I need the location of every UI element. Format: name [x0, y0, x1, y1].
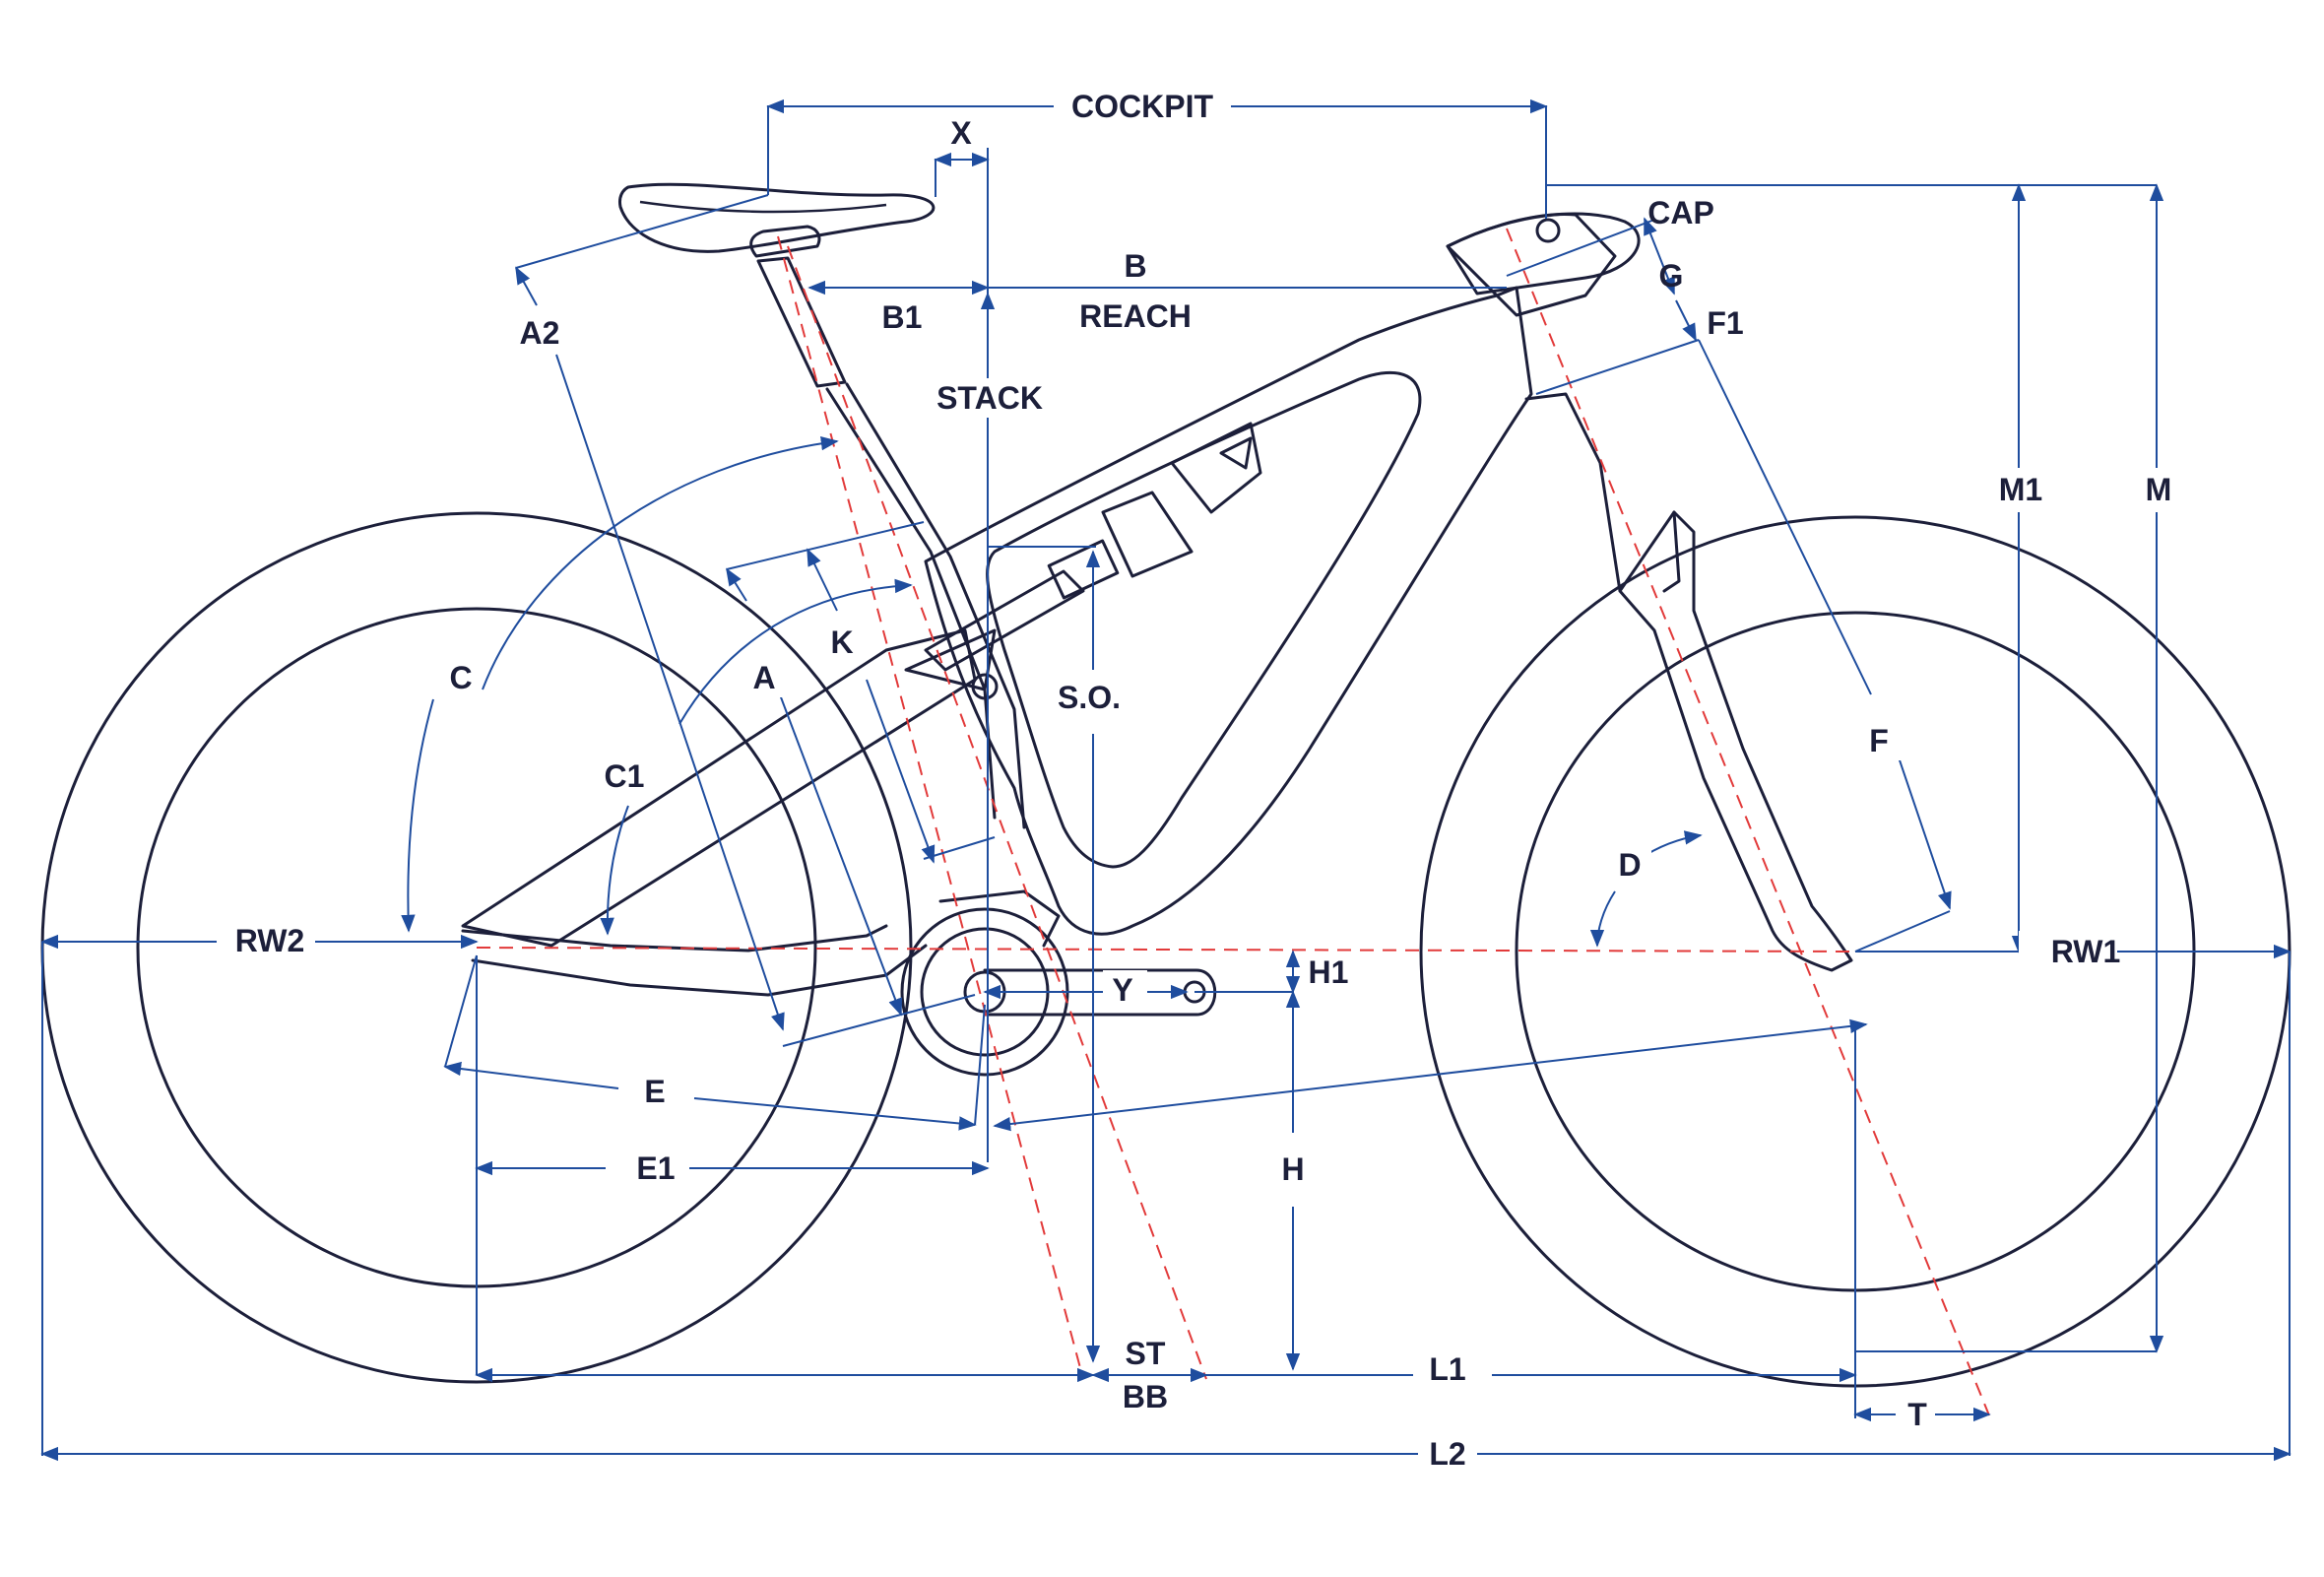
- label-l1: L1: [1429, 1351, 1465, 1387]
- label-c: C: [449, 660, 472, 695]
- label-bb: BB: [1123, 1379, 1168, 1414]
- label-cockpit: COCKPIT: [1071, 89, 1213, 124]
- stem-handlebar: [1446, 212, 1641, 296]
- label-d: D: [1618, 847, 1641, 883]
- label-y: Y: [1112, 972, 1132, 1008]
- label-h1: H1: [1309, 954, 1349, 990]
- label-x: X: [950, 115, 972, 151]
- label-stack: STACK: [936, 380, 1043, 416]
- label-l2: L2: [1429, 1436, 1465, 1472]
- label-h: H: [1281, 1151, 1304, 1187]
- front-fork: [1524, 392, 1853, 972]
- label-st: ST: [1126, 1336, 1166, 1371]
- label-b1: B1: [882, 299, 923, 335]
- label-rw2: RW2: [235, 923, 305, 958]
- label-e1: E1: [636, 1150, 675, 1186]
- label-rw1: RW1: [2051, 934, 2121, 969]
- label-reach: REACH: [1079, 298, 1192, 334]
- label-cap: CAP: [1647, 195, 1714, 230]
- dimension-labels: COCKPIT X CAP B G B1 REACH F1 A2 STACK M…: [217, 87, 2181, 1474]
- seatpost-saddle: [618, 182, 936, 388]
- label-f: F: [1869, 723, 1889, 758]
- label-g: G: [1659, 258, 1684, 294]
- label-b: B: [1124, 248, 1146, 284]
- bike-frame: [461, 213, 1617, 997]
- label-a2: A2: [520, 315, 560, 351]
- rear-shock: [924, 422, 1262, 672]
- dimension-lines: [40, 99, 2292, 1462]
- label-c1: C1: [605, 758, 645, 794]
- label-so: S.O.: [1058, 680, 1121, 715]
- label-a: A: [752, 660, 775, 695]
- label-t: T: [1907, 1397, 1927, 1432]
- label-f1: F1: [1707, 305, 1743, 341]
- label-m: M: [2146, 472, 2172, 507]
- label-m1: M1: [1999, 472, 2042, 507]
- axis-lines: [476, 228, 1990, 1416]
- label-e: E: [644, 1074, 665, 1109]
- label-k: K: [830, 624, 853, 660]
- crankset: [900, 889, 1217, 1077]
